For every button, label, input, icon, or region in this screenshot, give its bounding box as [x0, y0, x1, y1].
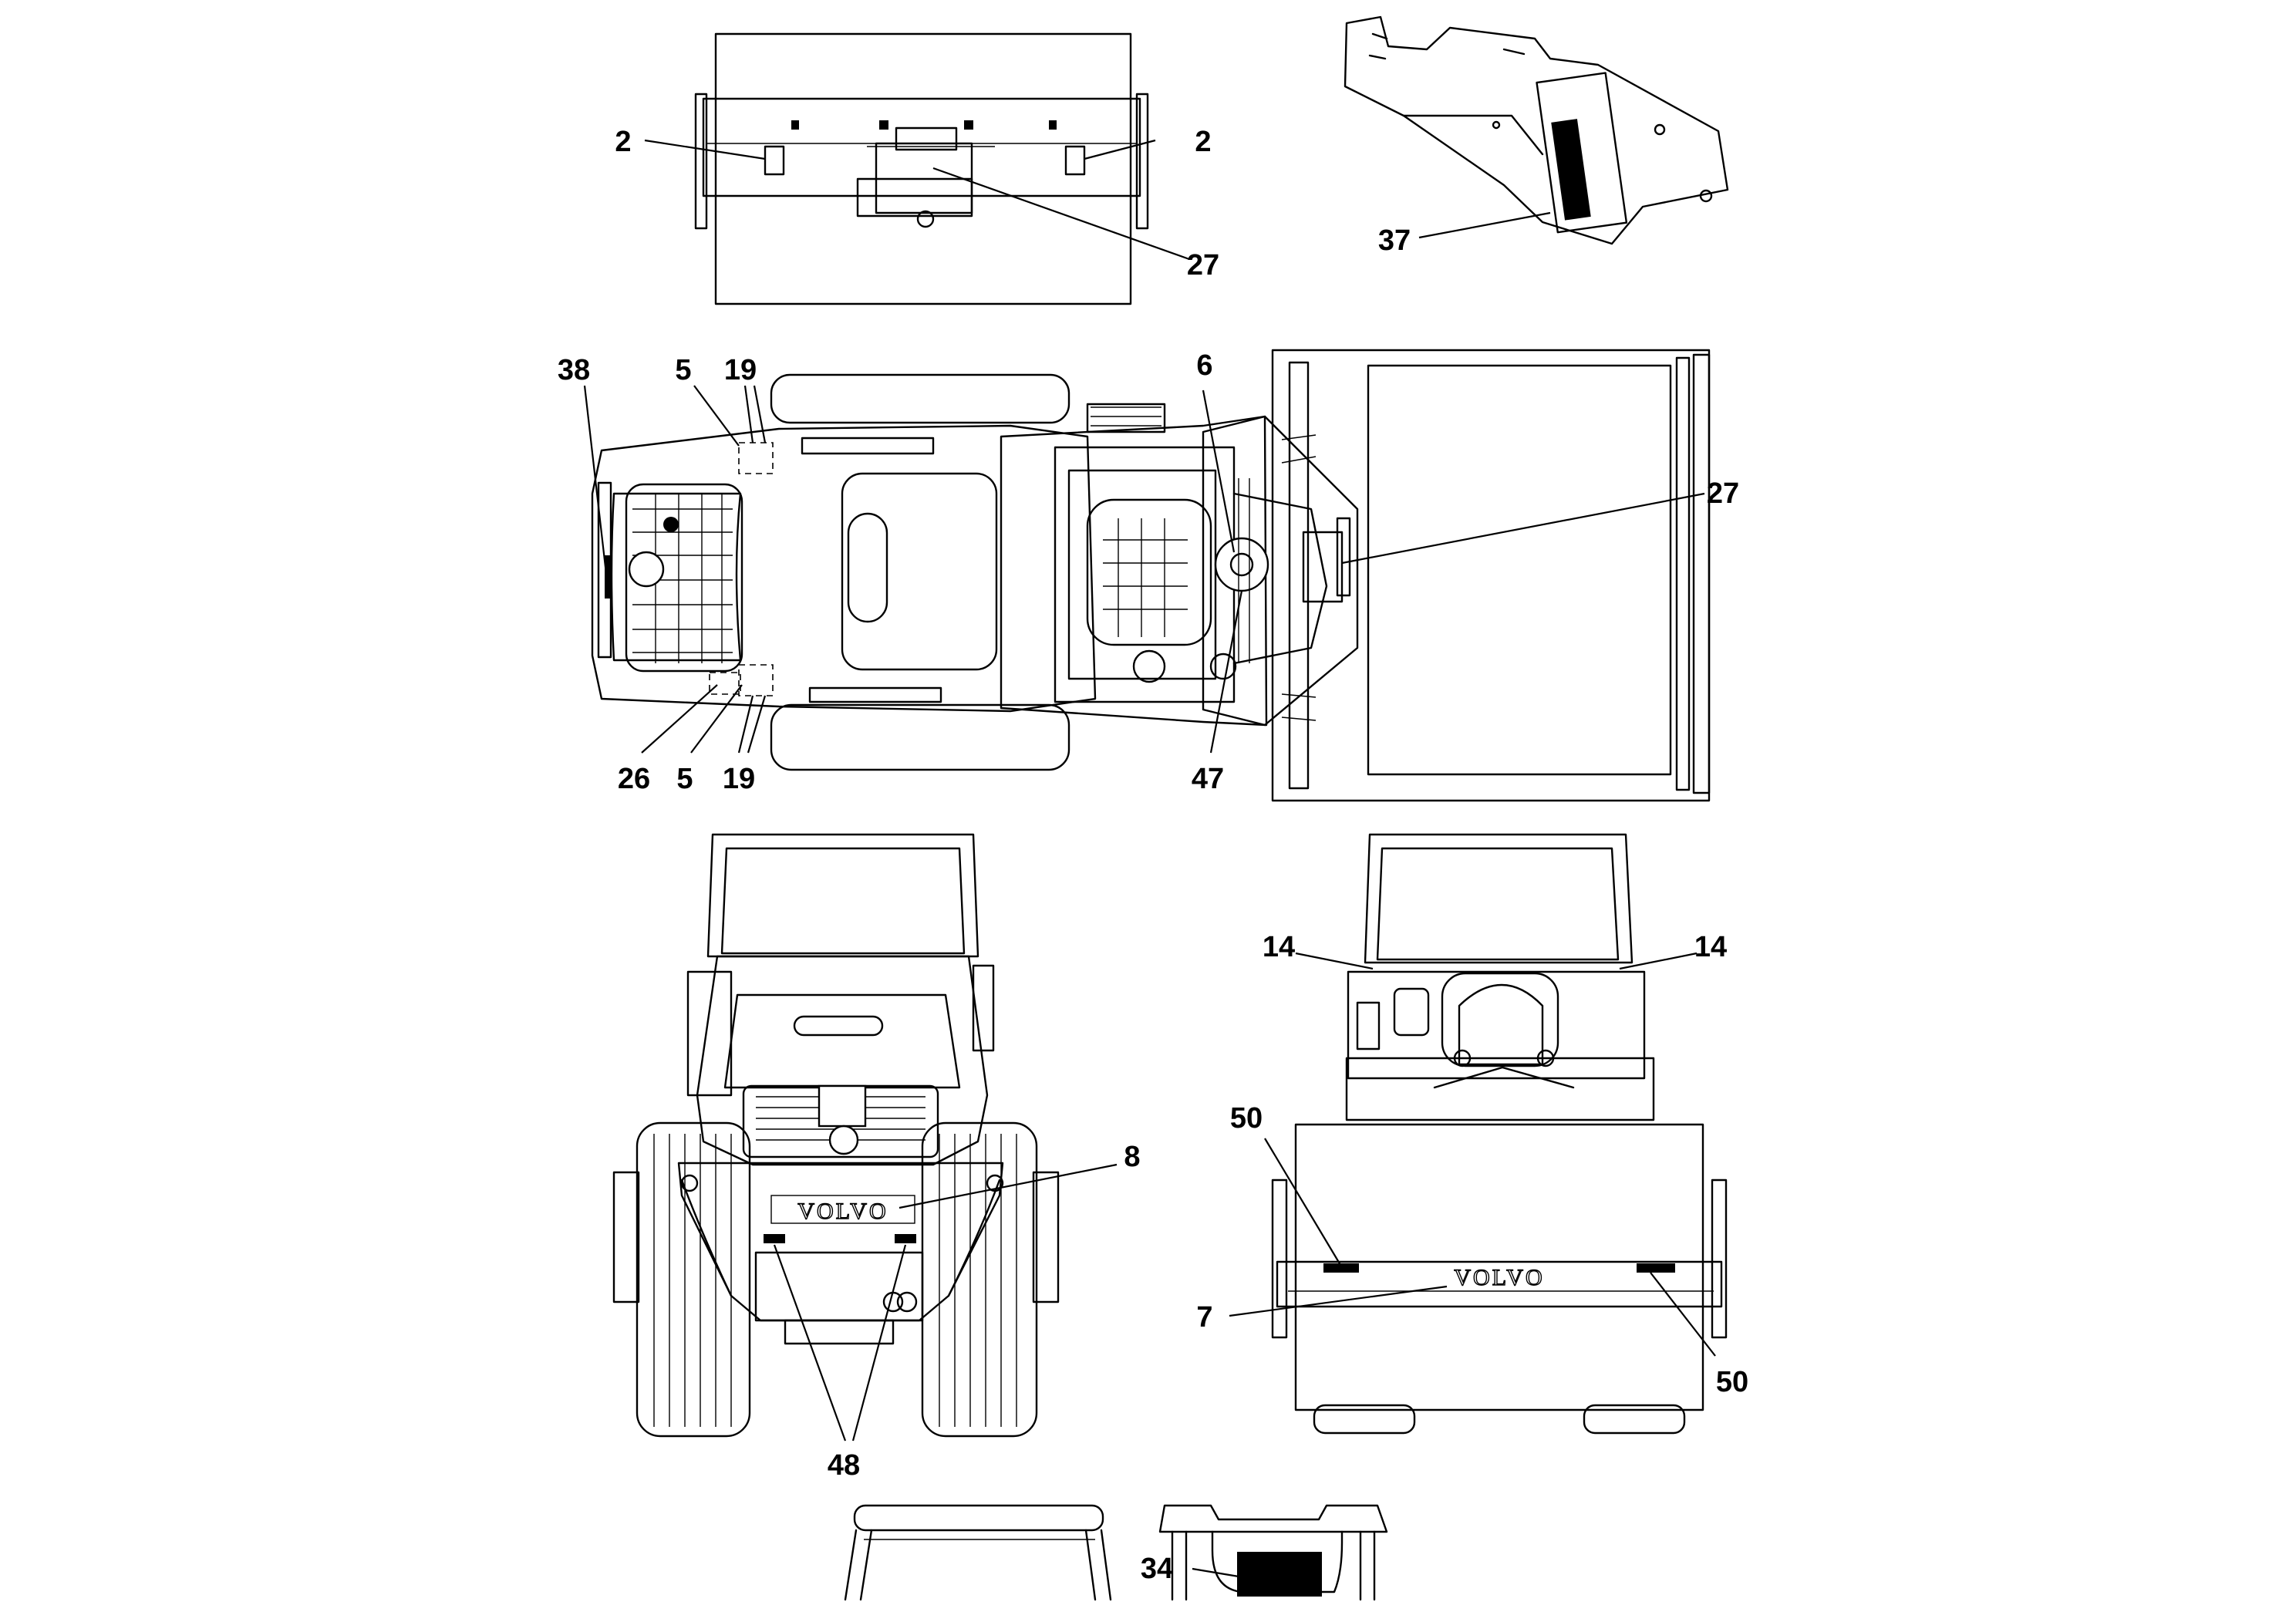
- callout-2-left: 2: [615, 126, 631, 158]
- callout-50-left: 50: [1230, 1102, 1263, 1135]
- callout-34: 34: [1141, 1553, 1173, 1585]
- drum-frame-top-view: [694, 32, 1149, 305]
- callout-38: 38: [558, 354, 590, 386]
- seat-side-view: [844, 1504, 1112, 1601]
- callout-labels: 2 2 27 37 38 5 19 6 27 26 5 19 47 14 14 …: [558, 126, 1748, 1585]
- callout-37: 37: [1378, 224, 1411, 257]
- callout-14-left: 14: [1263, 931, 1295, 963]
- callout-6: 6: [1196, 349, 1212, 382]
- callout-50-right: 50: [1716, 1366, 1748, 1398]
- roller-rear-view: VOLVO: [612, 833, 1060, 1438]
- callout-47: 47: [1192, 763, 1224, 795]
- callout-19-top: 19: [724, 354, 757, 386]
- leader-lines: [583, 139, 1716, 1578]
- control-bracket-view: [1344, 15, 1729, 245]
- roller-front-view: VOLVO: [1271, 833, 1728, 1435]
- callout-26: 26: [618, 763, 650, 795]
- callout-2-right: 2: [1195, 126, 1211, 158]
- callout-27-right: 27: [1707, 477, 1739, 510]
- callout-27-top: 27: [1187, 249, 1219, 282]
- callout-14-right: 14: [1694, 931, 1727, 963]
- callout-19-bottom: 19: [723, 763, 755, 795]
- volvo-rear-logo: VOLVO: [797, 1199, 888, 1224]
- callout-7: 7: [1196, 1301, 1212, 1334]
- callout-48: 48: [828, 1449, 860, 1482]
- callout-5-top: 5: [675, 354, 691, 386]
- callout-8: 8: [1124, 1141, 1140, 1173]
- callout-5-bottom: 5: [676, 763, 693, 795]
- roller-top-view: [591, 349, 1711, 802]
- volvo-front-logo: VOLVO: [1454, 1265, 1544, 1290]
- seat-front-view: [1158, 1504, 1388, 1601]
